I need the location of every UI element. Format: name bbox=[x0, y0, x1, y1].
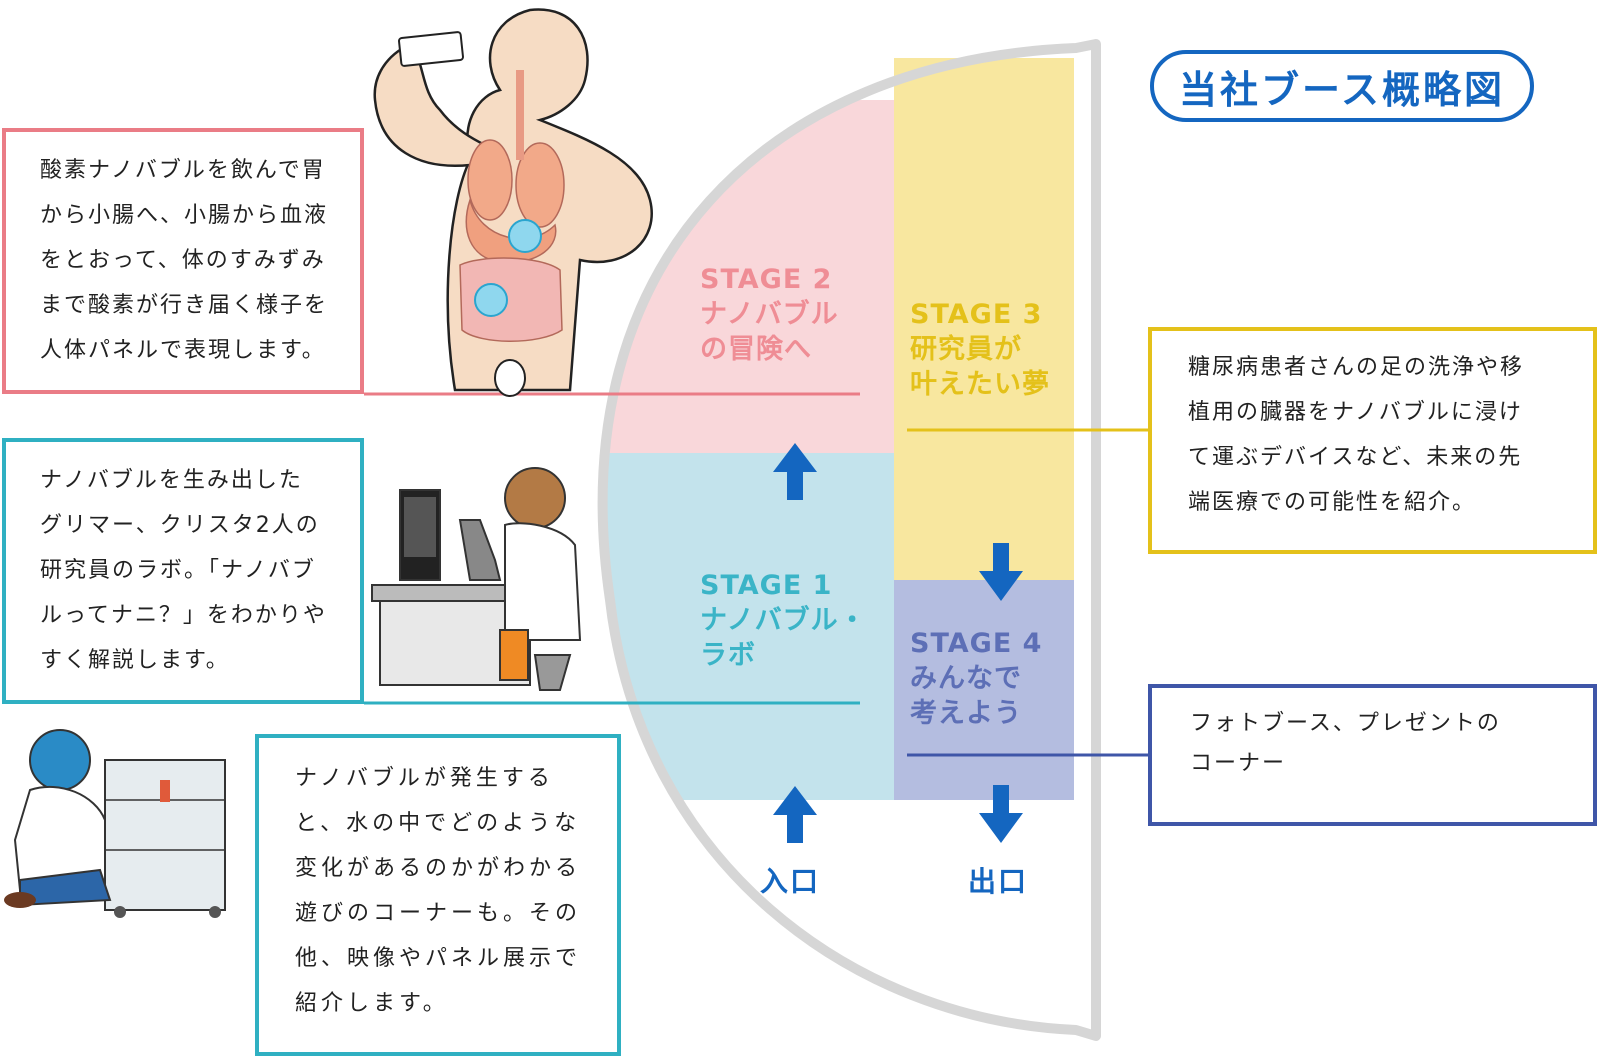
stage3-label: STAGE 3 研究員が 叶えたい夢 bbox=[910, 299, 1050, 400]
researcher-microscope-illustration bbox=[371, 467, 582, 691]
stage2-label: STAGE 2 ナノバブル の冒険へ bbox=[700, 264, 839, 365]
stage1-description: ナノバブルを生み出した グリマー、クリスタ2人の 研究員のラボ。「ナノバブ ルっ… bbox=[2, 438, 364, 704]
arrow-down-exit bbox=[979, 785, 1023, 843]
exit-label: 出口 bbox=[968, 865, 1029, 898]
researcher-machine-illustration bbox=[4, 729, 226, 918]
stage4-area bbox=[894, 580, 1074, 800]
stage2-description: 酸素ナノバブルを飲んで胃 から小腸へ、小腸から血液 をとおって、体のすみずみ ま… bbox=[2, 128, 364, 394]
arrow-down-stage3-to-4 bbox=[979, 543, 1023, 601]
arrow-up-entrance bbox=[773, 786, 817, 843]
stage1-label: STAGE 1 ナノバブル・ ラボ bbox=[700, 570, 867, 671]
diagram-title: 当社ブース概略図 bbox=[1150, 50, 1534, 122]
booth-outline bbox=[597, 39, 1101, 1041]
entrance-label: 入口 bbox=[760, 865, 821, 898]
stage3-area bbox=[894, 58, 1074, 580]
stage4-label: STAGE 4 みんなで 考えよう bbox=[910, 628, 1043, 729]
stage1-extra-description: ナノバブルが発生する と、水の中でどのような 変化があるのかがわかる 遊びのコー… bbox=[255, 734, 621, 1056]
stage4-description: フォトブース、プレゼントの コーナー bbox=[1148, 684, 1597, 826]
arrow-up-stage1-to-2 bbox=[773, 443, 817, 500]
human-body-illustration bbox=[373, 8, 653, 397]
stage3-description: 糖尿病患者さんの足の洗浄や移 植用の臓器をナノバブルに浸け て運ぶデバイスなど、… bbox=[1148, 327, 1597, 554]
